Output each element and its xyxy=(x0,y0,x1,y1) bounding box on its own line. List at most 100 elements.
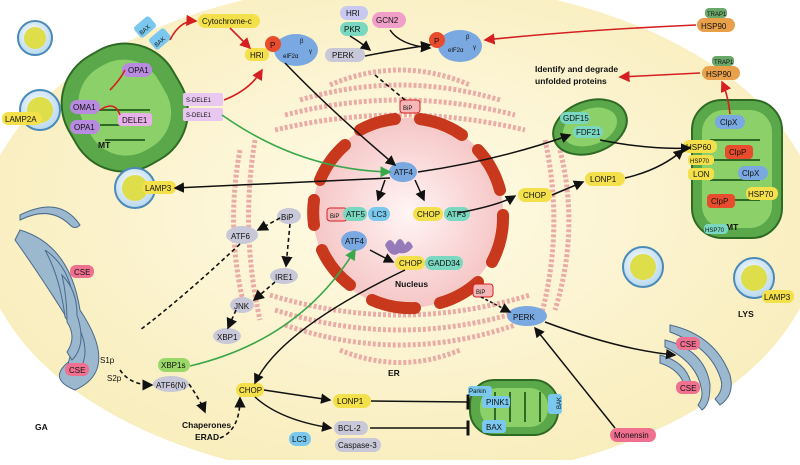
lys-label: LYS xyxy=(738,309,754,319)
atf6-tag: ATF6 xyxy=(226,226,258,244)
monensin-tag: Monensin xyxy=(610,428,656,442)
svg-text:LONP1: LONP1 xyxy=(337,397,364,406)
s2p-label: S2p xyxy=(107,374,122,383)
atf5-tag: ATF5 xyxy=(343,207,367,221)
clpp-tag-top: ClpP xyxy=(725,145,753,159)
caspase3-tag: Caspase-3 xyxy=(335,438,381,452)
svg-text:HSP60: HSP60 xyxy=(686,143,712,152)
endoplasmic-reticulum xyxy=(231,67,572,365)
hsp60-tag: HSP60 xyxy=(683,140,717,153)
identify-label-line1: Identify and degrade xyxy=(535,64,618,74)
svg-text:CSE: CSE xyxy=(74,268,90,277)
svg-text:BAK: BAK xyxy=(557,397,563,409)
svg-text:γ: γ xyxy=(309,49,312,55)
svg-text:PERK: PERK xyxy=(513,313,535,322)
svg-text:XBP1: XBP1 xyxy=(217,333,238,342)
svg-text:ClpP: ClpP xyxy=(729,148,746,157)
svg-text:CHOP: CHOP xyxy=(399,259,422,268)
svg-text:Monensin: Monensin xyxy=(614,431,649,440)
bip-tag-top: BiP xyxy=(399,99,421,114)
svg-text:HSP90: HSP90 xyxy=(706,70,732,79)
chop-tag-nucleus-bottom: CHOP xyxy=(395,256,425,270)
hri-tag-left: HRI xyxy=(245,48,269,61)
ire1-tag: IRE1 xyxy=(270,268,298,284)
lc3-tag-bottom: LC3 xyxy=(289,432,311,446)
lonp1-tag-right: LONP1 xyxy=(585,172,625,186)
svg-text:ATF4: ATF4 xyxy=(394,168,414,177)
mt-label-right: MT xyxy=(726,222,739,232)
hri-tag-top: HRI xyxy=(340,6,368,20)
svg-text:β: β xyxy=(300,39,304,45)
svg-text:ClpX: ClpX xyxy=(742,169,760,178)
svg-text:P: P xyxy=(270,41,275,50)
lamp3-tag-right: LAMP3 xyxy=(762,290,794,303)
svg-text:JNK: JNK xyxy=(234,302,250,311)
eif2a-complex-right: P eIF2α β γ xyxy=(429,30,482,62)
s1p-label: S1p xyxy=(100,356,115,365)
svg-text:HSP90: HSP90 xyxy=(701,22,727,31)
cse-tag-golgi-bottom: CSE xyxy=(65,363,89,376)
svg-text:BAX: BAX xyxy=(486,423,503,432)
bip-tag-left: BiP xyxy=(277,208,301,224)
atf4-tag-nucleus-mid: ATF4 xyxy=(341,231,367,251)
lamp2a-tag: LAMP2A xyxy=(2,112,42,125)
oma1-tag: OMA1 xyxy=(70,100,100,114)
svg-text:BiP: BiP xyxy=(330,214,339,220)
clpx-tag-side: ClpX xyxy=(738,166,768,180)
svg-text:Caspase-3: Caspase-3 xyxy=(338,441,377,450)
svg-text:HRI: HRI xyxy=(346,9,360,18)
svg-text:HSP70: HSP70 xyxy=(748,190,774,199)
svg-text:ATF4: ATF4 xyxy=(345,237,365,246)
svg-text:ClpX: ClpX xyxy=(720,118,738,127)
gdf15-tag: GDF15 xyxy=(560,112,590,124)
svg-text:ATF5: ATF5 xyxy=(346,210,366,219)
perk-tag-right: PERK xyxy=(507,306,547,326)
pathway-arrows-black xyxy=(173,29,692,436)
svg-text:TRAP1: TRAP1 xyxy=(714,60,734,66)
svg-text:ATF6: ATF6 xyxy=(231,232,251,241)
lysosome-lamp3-left xyxy=(114,167,156,209)
ga-label: GA xyxy=(35,422,48,432)
chop-tag-right: CHOP xyxy=(518,188,552,202)
svg-text:IRE1: IRE1 xyxy=(275,273,293,282)
golgi-apparatus-left xyxy=(14,206,100,391)
svg-text:DELE1: DELE1 xyxy=(122,116,148,125)
clpx-tag-top: ClpX xyxy=(715,115,745,129)
lysosome-right-1 xyxy=(622,246,664,288)
svg-text:OPA1: OPA1 xyxy=(74,123,95,132)
opa1-tag-top: OPA1 xyxy=(122,63,152,77)
svg-text:CSE: CSE xyxy=(69,366,85,375)
svg-text:BiP: BiP xyxy=(403,106,412,112)
svg-text:LAMP3: LAMP3 xyxy=(764,293,791,302)
lon-tag: LON xyxy=(688,168,714,180)
atf4-tag-nucleus-top: ATF4 xyxy=(389,162,417,182)
gcn2-tag: GCN2 xyxy=(372,12,406,28)
svg-text:XBP1s: XBP1s xyxy=(161,361,185,370)
eif2a-complex-left: P eIF2α β γ xyxy=(265,34,318,66)
svg-text:LAMP3: LAMP3 xyxy=(145,184,172,193)
chaperones-label: Chaperones xyxy=(182,420,231,430)
svg-text:FDF21: FDF21 xyxy=(576,128,601,137)
xbp1-tag: XBP1 xyxy=(213,328,241,344)
svg-text:PERK: PERK xyxy=(332,51,354,60)
bcl2-tag: BCL-2 xyxy=(334,421,368,435)
svg-text:P: P xyxy=(434,37,439,46)
svg-text:S-DELE1: S-DELE1 xyxy=(186,113,212,119)
svg-text:LC3: LC3 xyxy=(292,435,307,444)
svg-text:HRI: HRI xyxy=(250,51,264,60)
er-label: ER xyxy=(388,368,400,378)
svg-text:ATF3: ATF3 xyxy=(447,210,467,219)
chop-tag-bottom: CHOP xyxy=(236,383,264,397)
svg-text:LONP1: LONP1 xyxy=(590,175,617,184)
trap1-hsp90-bottom: TRAP1 HSP90 xyxy=(702,56,740,80)
bip-tag-right: BiP xyxy=(472,283,494,298)
svg-text:γ: γ xyxy=(473,45,476,51)
hsp70-tag-bottom: HSP70 xyxy=(704,224,728,234)
atf3-tag: ATF3 xyxy=(444,207,470,221)
svg-text:CSE: CSE xyxy=(680,384,696,393)
lamp3-tag-left: LAMP3 xyxy=(142,181,176,194)
nucleus-label: Nucleus xyxy=(395,279,428,289)
svg-text:Parkin: Parkin xyxy=(469,389,486,395)
